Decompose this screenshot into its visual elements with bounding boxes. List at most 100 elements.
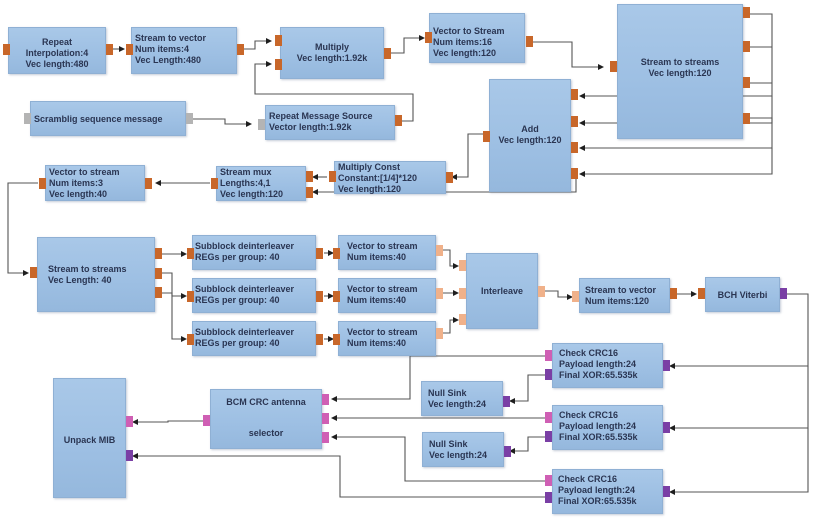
output-port[interactable] [203,415,210,426]
input-port[interactable] [322,432,329,443]
block-stream-to-streams[interactable]: Stream to streams Vec length:120 [617,4,743,139]
block-add[interactable]: Add Vec length:120 [489,79,571,192]
block-vector-to-stream[interactable]: Vector to stream Num items:40 [338,235,436,270]
block-null-sink[interactable]: Null Sink Vec length:24 [422,432,504,467]
input-port[interactable] [333,291,340,302]
input-port[interactable] [30,267,37,278]
output-port[interactable] [780,288,787,299]
output-port[interactable] [155,268,162,279]
block-subblock-deinterleaver[interactable]: Subblock deinterleaver REGs per group: 4… [192,278,316,313]
input-port[interactable] [275,35,282,46]
output-port[interactable] [670,288,677,299]
input-port[interactable] [187,248,194,259]
input-port[interactable] [333,248,340,259]
output-port[interactable] [436,328,443,339]
block-multiply[interactable]: Multiply Vec length:1.92k [280,27,384,79]
input-port[interactable] [698,288,705,299]
output-port[interactable] [743,41,750,52]
output-port[interactable] [316,334,323,345]
block-vector-to-stream[interactable]: Vector to Stream Num items:16 Vec length… [429,13,525,63]
input-port[interactable] [322,413,329,424]
input-port[interactable] [503,396,510,407]
input-port[interactable] [3,44,10,55]
output-port[interactable] [211,178,218,189]
output-port[interactable] [743,77,750,88]
block-bch-viterbi[interactable]: BCH Viterbi [705,277,780,312]
output-port[interactable] [538,286,545,297]
block-unpack-mib[interactable]: Unpack MIB [53,378,126,498]
output-port[interactable] [186,113,193,124]
input-port[interactable] [306,171,313,182]
input-port[interactable] [126,450,133,461]
output-port[interactable] [316,248,323,259]
output-port[interactable] [526,36,533,47]
output-port[interactable] [545,350,552,361]
input-port[interactable] [333,334,340,345]
output-port[interactable] [743,113,750,124]
output-port[interactable] [384,48,391,59]
output-port[interactable] [237,44,244,55]
input-port[interactable] [663,486,670,497]
input-port[interactable] [504,446,511,457]
output-port[interactable] [545,492,552,503]
block-stream-to-streams-2[interactable]: Stream to streams Vec Length: 40 [37,237,155,312]
input-port[interactable] [572,291,579,302]
output-port[interactable] [483,131,490,142]
input-port[interactable] [187,291,194,302]
input-port[interactable] [145,178,152,189]
output-port[interactable] [329,171,336,182]
block-stream-to-vector[interactable]: Stream to vector Num items:4 Vec Length:… [131,27,237,74]
output-port[interactable] [743,7,750,18]
block-vector-to-stream-2[interactable]: Vector to stream Num items:3 Vec length:… [45,165,145,201]
input-port[interactable] [425,32,432,43]
input-port[interactable] [571,168,578,179]
block-repeat-message-source[interactable]: Repeat Message Source Vector length:1.92… [265,105,395,140]
input-port[interactable] [275,59,282,70]
input-port[interactable] [126,416,133,427]
block-bcm-crc-antenna-selector[interactable]: BCM CRC antenna selector [210,389,322,449]
block-vector-to-stream[interactable]: Vector to stream Num items:40 [338,321,436,356]
input-port[interactable] [395,115,402,126]
input-port[interactable] [459,260,466,271]
input-port[interactable] [258,119,265,130]
input-port[interactable] [571,142,578,153]
input-port[interactable] [126,44,133,55]
output-port[interactable] [155,287,162,298]
block-stream-mux[interactable]: Stream mux Lengths:4,1 Vec length:120 [216,166,306,201]
input-port[interactable] [459,288,466,299]
input-port[interactable] [24,113,31,124]
output-port[interactable] [155,248,162,259]
input-port[interactable] [459,314,466,325]
block-check-crc16[interactable]: Check CRC16 Payload length:24 Final XOR:… [552,405,663,450]
input-port[interactable] [187,334,194,345]
output-port[interactable] [436,245,443,256]
input-port[interactable] [663,422,670,433]
output-port[interactable] [316,291,323,302]
block-interleave[interactable]: Interleave [466,253,538,329]
output-port[interactable] [545,369,552,380]
input-port[interactable] [663,360,670,371]
output-port[interactable] [545,475,552,486]
output-port[interactable] [545,431,552,442]
block-multiply-const[interactable]: Multiply Const Constant:[1/4]*120 Vec le… [334,161,446,194]
input-port[interactable] [610,61,617,72]
block-subblock-deinterleaver[interactable]: Subblock deinterleaver REGs per group: 4… [192,321,316,356]
block-check-crc16[interactable]: Check CRC16 Payload length:24 Final XOR:… [552,343,663,388]
input-port[interactable] [571,116,578,127]
input-port[interactable] [322,394,329,405]
input-port[interactable] [306,187,313,198]
block-null-sink[interactable]: Null Sink Vec length:24 [421,381,503,416]
block-check-crc16[interactable]: Check CRC16 Payload length:24 Final XOR:… [552,469,663,514]
block-vector-to-stream[interactable]: Vector to stream Num items:40 [338,278,436,313]
block-subblock-deinterleaver[interactable]: Subblock deinterleaver REGs per group: 4… [192,235,316,270]
input-port[interactable] [571,89,578,100]
output-port[interactable] [545,412,552,423]
block-scrambling-sequence[interactable]: Scramblig sequence message [30,101,186,136]
block-stream-to-vector-2[interactable]: Stream to vector Num items:120 [579,278,670,313]
output-port[interactable] [106,44,113,55]
output-port[interactable] [436,288,443,299]
input-port[interactable] [446,172,453,183]
block-repeat[interactable]: Repeat Interpolation:4 Vec length:480 [8,27,106,74]
output-port[interactable] [39,178,46,189]
